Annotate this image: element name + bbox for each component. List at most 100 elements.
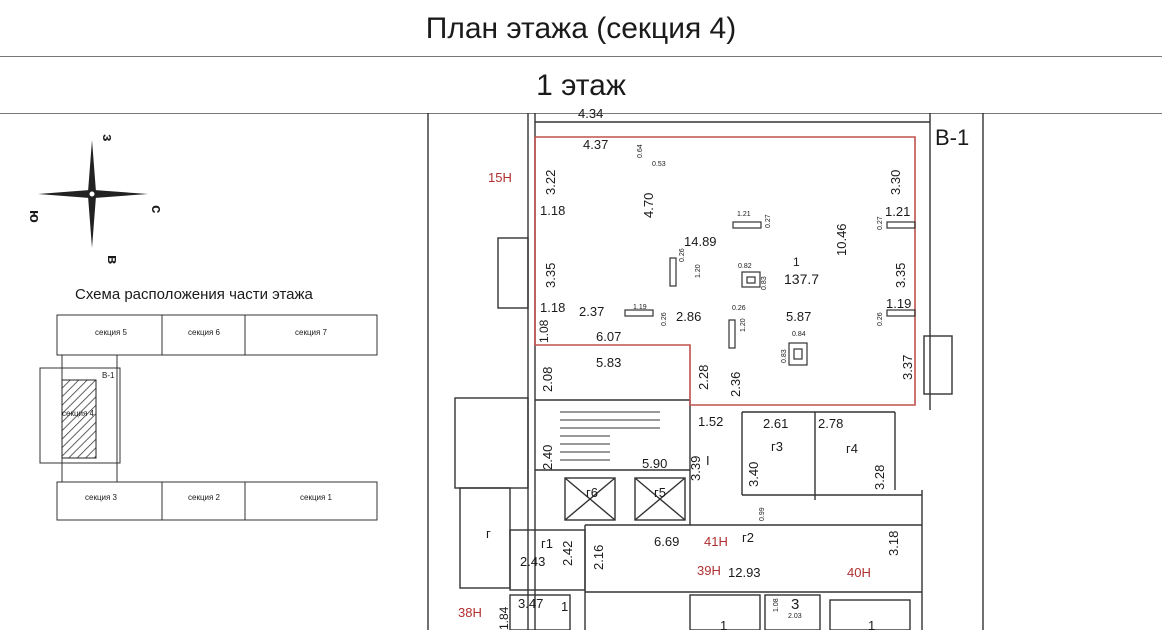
- room-label-9: 1: [561, 599, 568, 614]
- dim-label-18: 0.83: [761, 276, 768, 290]
- compass-north: з: [99, 134, 116, 141]
- dim-label-52: 2.43: [520, 554, 545, 569]
- dim-label-10: 1.21: [885, 204, 910, 219]
- dim-label-16: 1.20: [695, 264, 702, 278]
- dim-label-8: 1.21: [737, 211, 751, 218]
- dim-label-48: 0.99: [759, 507, 766, 521]
- room-label-1: г1: [541, 536, 553, 551]
- dim-label-29: 0.26: [877, 312, 884, 326]
- dim-label-57: 2.03: [788, 613, 802, 620]
- dim-label-9: 0.27: [765, 214, 772, 228]
- scheme-axis-label: В-1: [102, 371, 115, 380]
- dim-label-50: 2.42: [560, 541, 575, 566]
- dim-label-34: 2.08: [540, 367, 555, 392]
- dim-label-37: 0.83: [781, 349, 788, 363]
- dim-label-56: 1.08: [773, 598, 780, 612]
- dim-label-7: 1.18: [540, 203, 565, 218]
- dim-label-44: 3.40: [746, 462, 761, 487]
- floor-label: 1 этаж: [536, 69, 626, 102]
- dim-label-3: 0.53: [652, 161, 666, 168]
- dim-label-28: 0.84: [792, 331, 806, 338]
- dim-label-39: 1.52: [698, 414, 723, 429]
- compass-east: с: [148, 205, 165, 213]
- dim-label-24: 2.86: [676, 309, 701, 324]
- dim-label-0: 4.34: [578, 106, 603, 121]
- staircase: [560, 411, 660, 461]
- main-room-number: 1: [793, 255, 800, 269]
- header-divider-bottom: [0, 113, 1162, 114]
- dim-label-26: 1.20: [740, 318, 747, 332]
- room-label-0: г: [486, 526, 491, 541]
- dim-label-35: 2.28: [696, 365, 711, 390]
- dim-label-31: 1.08: [537, 319, 551, 343]
- scheme-section-3: секция 3: [85, 493, 118, 502]
- dim-label-43: 3.39: [688, 456, 703, 481]
- room-label-3: г3: [771, 439, 783, 454]
- dim-label-32: 6.07: [596, 329, 621, 344]
- scheme-title: Схема расположения части этажа: [75, 286, 314, 303]
- room-label-8: 3: [791, 596, 799, 613]
- dim-label-47: 6.69: [654, 534, 679, 549]
- dim-label-1: 4.37: [583, 137, 608, 152]
- dim-label-27: 5.87: [786, 309, 811, 324]
- scheme-section-6: секция 6: [188, 328, 221, 337]
- room-label-6: г6: [586, 485, 598, 500]
- room-label-11: 1: [868, 618, 875, 630]
- room-labels: г г1 г2 г3 г4 г5 г6 I 3 1 1 1: [486, 439, 875, 630]
- scheme-section-4: секция 4: [62, 409, 95, 418]
- dim-label-21: 2.37: [579, 304, 604, 319]
- dim-label-15: 0.26: [679, 248, 686, 262]
- compass-south: в: [104, 255, 121, 264]
- room-label-4: г4: [846, 441, 858, 456]
- room-code-40H: 40Н: [847, 565, 871, 580]
- plan-axis-label: В-1: [935, 125, 969, 150]
- room-label-10: 1: [720, 618, 727, 630]
- dim-label-4: 3.22: [543, 170, 558, 195]
- dim-label-23: 0.26: [661, 312, 668, 326]
- dim-label-22: 1.19: [633, 304, 647, 311]
- main-room-area: 137.7: [784, 271, 819, 287]
- dim-label-25: 0.26: [732, 305, 746, 312]
- scheme-current-section: [61, 379, 97, 459]
- dim-label-19: 3.35: [893, 263, 908, 288]
- dim-label-14: 3.35: [543, 263, 558, 288]
- scheme-section-1: секция 1: [300, 493, 333, 502]
- dim-label-41: 2.78: [818, 416, 843, 431]
- room-code-15H: 15Н: [488, 170, 512, 185]
- dim-label-5: 4.70: [641, 193, 656, 218]
- dim-label-30: 1.19: [886, 296, 911, 311]
- page-title: План этажа (секция 4): [425, 12, 737, 45]
- dim-label-55: 1.84: [497, 606, 511, 630]
- main-room-outline: [534, 136, 916, 406]
- room-label-5: г5: [654, 485, 666, 500]
- dim-label-51: 2.16: [591, 545, 606, 570]
- dim-label-46: 5.90: [642, 456, 667, 471]
- dim-label-12: 14.89: [684, 234, 717, 249]
- dim-label-11: 0.27: [877, 216, 884, 230]
- dim-label-45: 3.28: [872, 465, 887, 490]
- compass-west: ю: [26, 210, 43, 223]
- compass-icon: [38, 140, 148, 248]
- room-code-39H: 39Н: [697, 563, 721, 578]
- dim-label-2: 0.64: [637, 144, 644, 158]
- scheme-section-7: секция 7: [295, 328, 328, 337]
- dim-label-42: 2.40: [540, 445, 555, 470]
- scheme-outline: [39, 314, 378, 521]
- dim-label-53: 12.93: [728, 565, 761, 580]
- plan-columns: [624, 221, 916, 366]
- dim-label-13: 10.46: [834, 223, 849, 256]
- dim-label-40: 2.61: [763, 416, 788, 431]
- room-label-2: г2: [742, 530, 754, 545]
- room-label-7: I: [706, 453, 710, 468]
- dim-label-38: 3.37: [900, 355, 915, 380]
- dim-label-49: 3.18: [886, 531, 901, 556]
- dim-label-20: 1.18: [540, 300, 565, 315]
- dim-label-6: 3.30: [888, 170, 903, 195]
- scheme-section-5: секция 5: [95, 328, 128, 337]
- header-divider-top: [0, 56, 1162, 57]
- dim-label-54: 3.47: [518, 596, 543, 611]
- dim-label-17: 0.82: [738, 263, 752, 270]
- dim-label-33: 5.83: [596, 355, 621, 370]
